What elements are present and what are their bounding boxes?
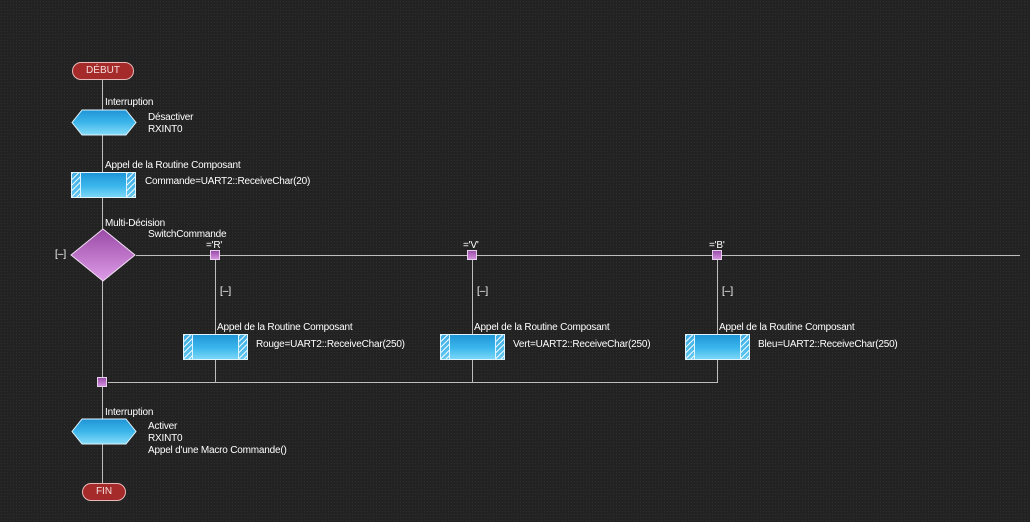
branch-v-expression: Vert=UART2::ReceiveChar(250) xyxy=(513,339,651,350)
decision-type-label: Multi-Décision xyxy=(105,218,165,229)
interrupt-disable-hexagon[interactable] xyxy=(71,109,137,136)
branch-b-line xyxy=(717,260,718,382)
call-stripe-right xyxy=(126,173,135,197)
branch-r-expression: Rouge=UART2::ReceiveChar(250) xyxy=(256,339,405,350)
call-stripe-right xyxy=(238,335,247,359)
merge-bus-line xyxy=(108,382,718,383)
interrupt-enable-line-3: Appel d'une Macro Commande() xyxy=(148,445,287,456)
branch-b-toggle[interactable]: [–] xyxy=(722,286,734,297)
interrupt-enable-line-2: RXINT0 xyxy=(148,433,183,444)
branch-v-toggle[interactable]: [–] xyxy=(477,286,489,297)
call-stripe-right xyxy=(740,335,749,359)
main-flow-line xyxy=(102,80,103,485)
call-stripe-left xyxy=(441,335,450,359)
decision-default-toggle[interactable]: [–] xyxy=(55,249,67,260)
interrupt-enable-hexagon[interactable] xyxy=(71,418,137,445)
branch-v-call-block[interactable] xyxy=(440,334,505,360)
branch-r-case: ='R' xyxy=(206,240,223,251)
call-main-expression: Commande=UART2::ReceiveChar(20) xyxy=(145,176,311,187)
branch-v-line xyxy=(472,260,473,382)
interrupt-disable-line-1: Désactiver xyxy=(148,112,194,123)
interrupt-disable-line-2: RXINT0 xyxy=(148,124,183,135)
branch-r-toggle[interactable]: [–] xyxy=(220,286,232,297)
branch-b-junction[interactable] xyxy=(712,250,722,260)
interrupt-disable-type-label: Interruption xyxy=(105,97,154,108)
branch-r-type-label: Appel de la Routine Composant xyxy=(217,322,353,333)
interrupt-enable-line-1: Activer xyxy=(148,421,178,432)
start-terminal[interactable]: DÉBUT xyxy=(72,62,134,80)
branch-b-case: ='B' xyxy=(709,240,725,251)
decision-diamond[interactable] xyxy=(70,228,136,282)
branch-r-junction[interactable] xyxy=(210,250,220,260)
branch-v-type-label: Appel de la Routine Composant xyxy=(474,322,610,333)
branch-v-junction[interactable] xyxy=(467,250,477,260)
merge-junction[interactable] xyxy=(97,377,107,387)
call-stripe-right xyxy=(495,335,504,359)
branch-b-expression: Bleu=UART2::ReceiveChar(250) xyxy=(758,339,898,350)
interrupt-enable-type-label: Interruption xyxy=(105,407,154,418)
decision-variable: SwitchCommande xyxy=(148,229,227,240)
branch-r-line xyxy=(215,260,216,382)
branch-b-type-label: Appel de la Routine Composant xyxy=(719,322,855,333)
branch-b-call-block[interactable] xyxy=(685,334,750,360)
branch-v-case: ='V' xyxy=(463,240,479,251)
call-stripe-left xyxy=(686,335,695,359)
case-bus-line xyxy=(136,255,1020,256)
branch-r-call-block[interactable] xyxy=(183,334,248,360)
end-terminal[interactable]: FIN xyxy=(82,483,126,501)
call-stripe-left xyxy=(184,335,193,359)
call-main-type-label: Appel de la Routine Composant xyxy=(105,160,241,171)
call-stripe-left xyxy=(72,173,81,197)
call-main-block[interactable] xyxy=(71,172,136,198)
